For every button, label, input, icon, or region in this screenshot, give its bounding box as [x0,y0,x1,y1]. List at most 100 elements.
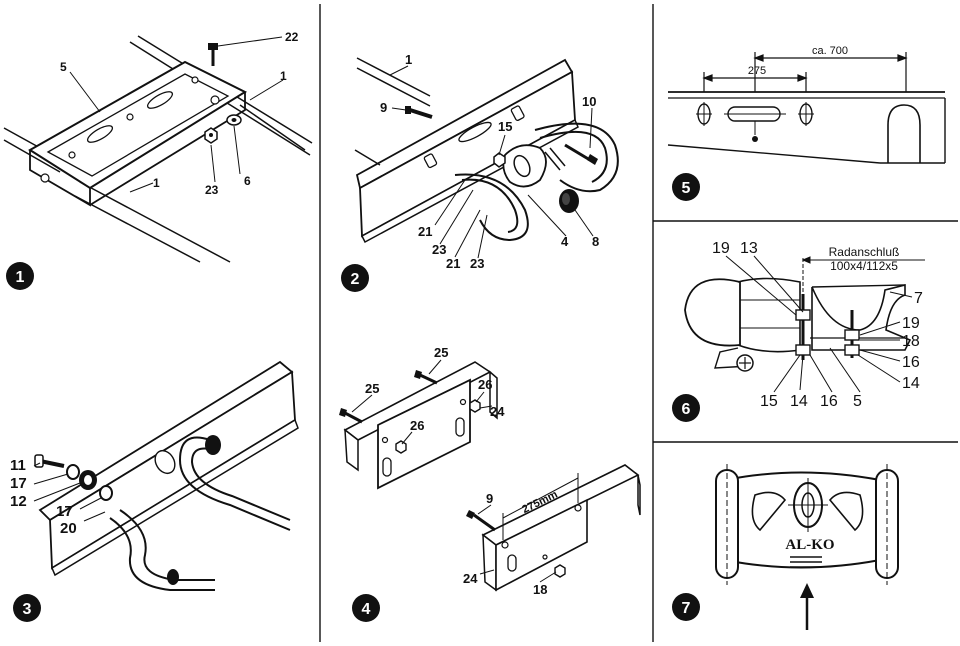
washer-6-icon [226,114,242,126]
label-22: 22 [285,30,299,44]
label-24-bottom: 24 [463,571,478,586]
stabilizer-rod [109,435,291,591]
panel-4: 25 25 26 24 26 9 24 18 275mm 4 [339,345,641,622]
lower-channel-plate [481,464,641,592]
svg-text:2: 2 [351,271,360,288]
bolt-9-icon [405,106,433,119]
bushing-12-icon [79,470,97,490]
label-14-right: 14 [902,375,920,392]
label-21-top: 21 [418,224,432,239]
bracket-assembly [454,122,619,242]
bolt-25-icon [414,370,438,385]
label-1-bottom: 1 [153,176,160,190]
bolt-22-icon [208,43,218,66]
dimension-ca-700: ca. 700 [812,45,848,57]
label-15: 15 [498,119,512,134]
brand-logo-alko: AL-KO [785,537,834,553]
label-1: 1 [405,52,412,67]
panel-number-badge: 7 [672,593,700,621]
svg-text:6: 6 [682,401,691,418]
label-1-top: 1 [280,69,287,83]
label-20: 20 [60,520,77,537]
leader-lines [389,65,594,259]
panel-5: ca. 700 275 5 [667,45,946,201]
nut-18-icon [554,564,566,578]
nut-23-icon [204,127,218,144]
label-15: 15 [760,393,778,410]
panel-3: 11 17 12 17 20 3 [10,360,299,622]
frame-channel [354,57,579,244]
label-16-bottom: 16 [820,393,838,410]
label-16-right: 16 [902,354,920,371]
panel-number-badge: 2 [341,264,369,292]
label-23-right: 23 [470,256,484,271]
label-23: 23 [205,183,219,197]
label-9: 9 [486,491,493,506]
bolt-10-icon [564,143,598,165]
svg-text:1: 1 [16,269,25,286]
dimension-275: 275 [748,65,766,77]
label-23-left: 23 [432,242,446,257]
svg-text:3: 3 [23,601,32,618]
nut-26-icon [395,440,407,454]
panel-number-badge: 4 [352,594,380,622]
wheel-and-axle [684,277,912,372]
leader-lines [33,462,106,522]
label-21-bottom: 21 [446,256,460,271]
nut-15-icon [493,152,506,168]
leader-lines [351,359,557,583]
svg-text:7: 7 [682,600,691,617]
bolt-11-icon [34,454,65,468]
label-17-top: 17 [10,475,27,492]
label-18: 18 [902,333,920,350]
label-10: 10 [582,94,596,109]
mounting-plate [28,60,248,207]
label-8: 8 [592,234,599,249]
label-25-left: 25 [365,381,379,396]
cap-8-icon [559,189,579,213]
slot-holes [696,102,814,142]
upper-channel-plate [343,361,498,490]
label-9: 9 [380,100,387,115]
label-17-bottom: 17 [56,503,73,520]
svg-text:5: 5 [682,180,691,197]
label-7: 7 [914,290,923,307]
label-5: 5 [60,60,67,74]
panel-number-badge: 5 [672,173,700,201]
label-25-top: 25 [434,345,448,360]
label-4: 4 [561,234,569,249]
panel-6: Radanschluß 100x4/112x5 19 13 7 19 18 16… [672,240,925,422]
panel-1: 22 5 1 1 23 6 1 [3,30,313,290]
bolt-25-left-icon [339,408,363,424]
arrow-up-icon [800,583,814,630]
bolts-and-nuts [795,294,860,360]
panel-7: AL-KO 7 [672,464,899,630]
label-13: 13 [740,240,758,257]
label-19-right: 19 [902,315,920,332]
caption-bolt-pattern: 100x4/112x5 [830,259,898,273]
label-26-left: 26 [410,418,424,433]
label-5: 5 [853,393,862,410]
svg-text:4: 4 [362,601,371,618]
label-18: 18 [533,582,547,597]
label-12: 12 [10,493,27,510]
label-26-right: 26 [478,377,492,392]
caption-radanschluss: Radanschluß [829,245,900,259]
bolt-9-icon [466,510,496,532]
mounting-plate-top-view [715,464,899,585]
nut-26-right-icon [469,399,481,413]
dimension-lines [702,52,908,92]
label-11: 11 [10,457,26,474]
label-14-bottom: 14 [790,393,808,410]
dimension-lines [801,256,925,294]
panel-number-badge: 6 [672,394,700,422]
label-19-top: 19 [712,240,730,257]
panel-number-badge: 3 [13,594,41,622]
leader-lines [69,36,284,193]
panel-number-badge: 1 [6,262,34,290]
washer-17-second-icon [99,485,113,501]
label-6: 6 [244,174,251,188]
panel-dividers [319,4,958,642]
leader-lines [725,255,913,393]
